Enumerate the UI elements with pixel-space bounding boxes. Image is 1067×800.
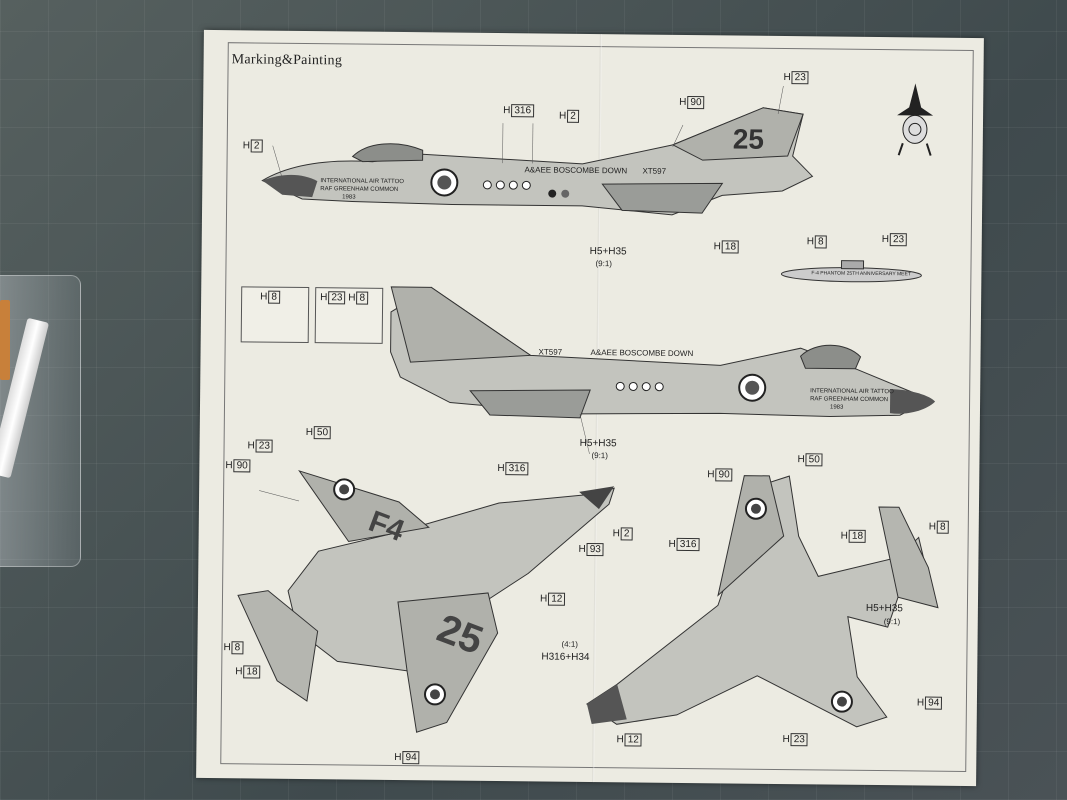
serial-text-right: XT597: [538, 347, 563, 357]
ratio-bot-2: (4:1): [561, 639, 579, 649]
nose-text-right-3: 1983: [829, 404, 844, 411]
decal-num: 18: [721, 240, 740, 254]
decal-num: 23: [790, 733, 808, 747]
mascot-icon: [897, 83, 934, 156]
decal-num: 94: [925, 696, 943, 710]
decal-num: 23: [255, 439, 274, 453]
decal-num: 18: [243, 665, 261, 679]
nose-text-right-1: INTERNATIONAL AIR TATTOO: [810, 388, 894, 396]
side-view-left: [261, 107, 814, 216]
decal-num: 23: [889, 233, 908, 247]
decal-num: 23: [328, 291, 346, 305]
decal-num: 8: [231, 641, 244, 655]
decal-num: 50: [313, 426, 332, 440]
decal-num: 316: [505, 462, 529, 476]
decal-num: 50: [805, 453, 823, 467]
decal-num: 90: [715, 468, 733, 482]
label-combo-mid: H5+H35: [579, 437, 617, 450]
nose-text-3: 1983: [342, 194, 356, 201]
instruction-sheet: Marking&Painting: [196, 29, 984, 787]
label-bot-combo: H5+H35: [865, 602, 903, 615]
decal-num: 18: [848, 529, 867, 543]
tank-text: F-4 PHANTOM 25TH ANNIVERSARY MEET: [811, 270, 911, 278]
bottom-view: [585, 475, 939, 728]
decal-num: 12: [624, 733, 642, 747]
fuselage-text-right: A&AEE BOSCOMBE DOWN: [590, 348, 694, 359]
leader-lines: [259, 85, 784, 502]
serial-text: XT597: [642, 166, 667, 176]
ratio-top: (9:1): [595, 259, 613, 269]
decal-num: 8: [356, 291, 369, 305]
decal-num: 2: [250, 139, 263, 153]
decal-num: 90: [233, 459, 251, 473]
decal-num: 93: [586, 542, 604, 557]
decal-num: 23: [791, 71, 809, 85]
label-bot-combo-2: H316+H34: [541, 651, 590, 664]
decal-num: 2: [567, 109, 579, 123]
decal-num: 8: [936, 520, 949, 534]
decal-num: 8: [814, 235, 827, 249]
ratio-bot-1: (9:1): [883, 617, 901, 627]
decal-num: 12: [548, 592, 566, 606]
decal-num: 2: [620, 527, 633, 541]
nose-text-right-2: RAF GREENHAM COMMON: [810, 396, 889, 404]
label-combo-top: H5+H35: [589, 245, 627, 258]
decal-num: 8: [268, 290, 281, 304]
drop-tank: [780, 260, 922, 283]
decal-num: 90: [687, 96, 705, 110]
decal-num: 94: [402, 751, 420, 765]
decal-num: 316: [511, 104, 535, 118]
nose-text-1: INTERNATIONAL AIR TATTOO: [320, 178, 404, 186]
nose-text-2: RAF GREENHAM COMMON: [320, 186, 399, 193]
decal-num: 316: [676, 537, 700, 552]
ratio-mid: (9:1): [591, 451, 609, 461]
tool-handle: [0, 300, 10, 380]
fuselage-text: A&AEE BOSCOMBE DOWN: [524, 165, 628, 176]
top-view: [237, 470, 615, 733]
side-view-right: [390, 286, 936, 419]
aircraft-drawings: [237, 83, 939, 733]
tail-number: 25: [732, 123, 765, 155]
